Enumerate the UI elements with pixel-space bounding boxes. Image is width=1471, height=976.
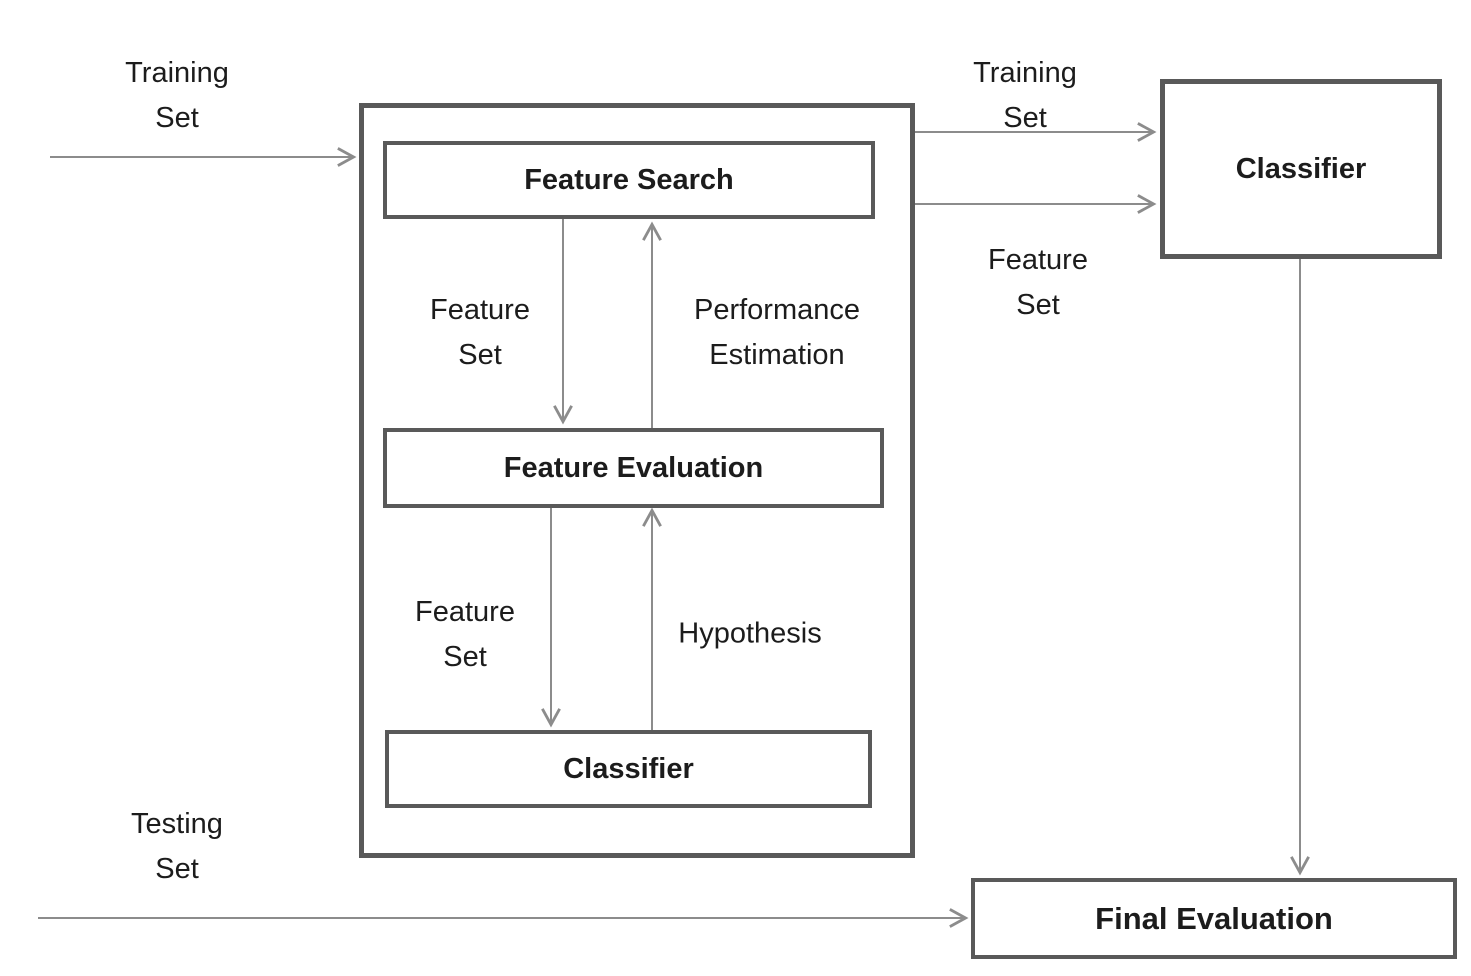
training-set-left-label: Training Set — [125, 57, 229, 134]
feature-evaluation-node: Feature Evaluation — [383, 428, 884, 508]
wrapper-classifier-label: Classifier — [563, 752, 694, 785]
external-classifier-label: Classifier — [1235, 152, 1367, 185]
feature-set-lower-label: Feature Set — [415, 596, 515, 673]
feature-set-upper-label: Feature Set — [430, 294, 530, 371]
wrapper-box — [359, 103, 915, 858]
external-classifier-node: Classifier — [1160, 79, 1442, 259]
hypothesis-label: Hypothesis — [678, 617, 822, 650]
final-evaluation-node: Final Evaluation — [971, 878, 1457, 959]
feature-search-label: Feature Search — [524, 163, 734, 196]
feature-evaluation-label: Feature Evaluation — [503, 451, 764, 484]
performance-estimation-label: Performance Estimation — [693, 294, 861, 371]
testing-set-label: Testing Set — [131, 808, 223, 885]
training-set-right-label: Training Set — [973, 57, 1077, 134]
feature-search-node: Feature Search — [383, 141, 875, 219]
final-evaluation-label: Final Evaluation — [1095, 900, 1333, 936]
feature-set-right-label: Feature Set — [988, 244, 1088, 321]
wrapper-classifier-node: Classifier — [385, 730, 872, 808]
